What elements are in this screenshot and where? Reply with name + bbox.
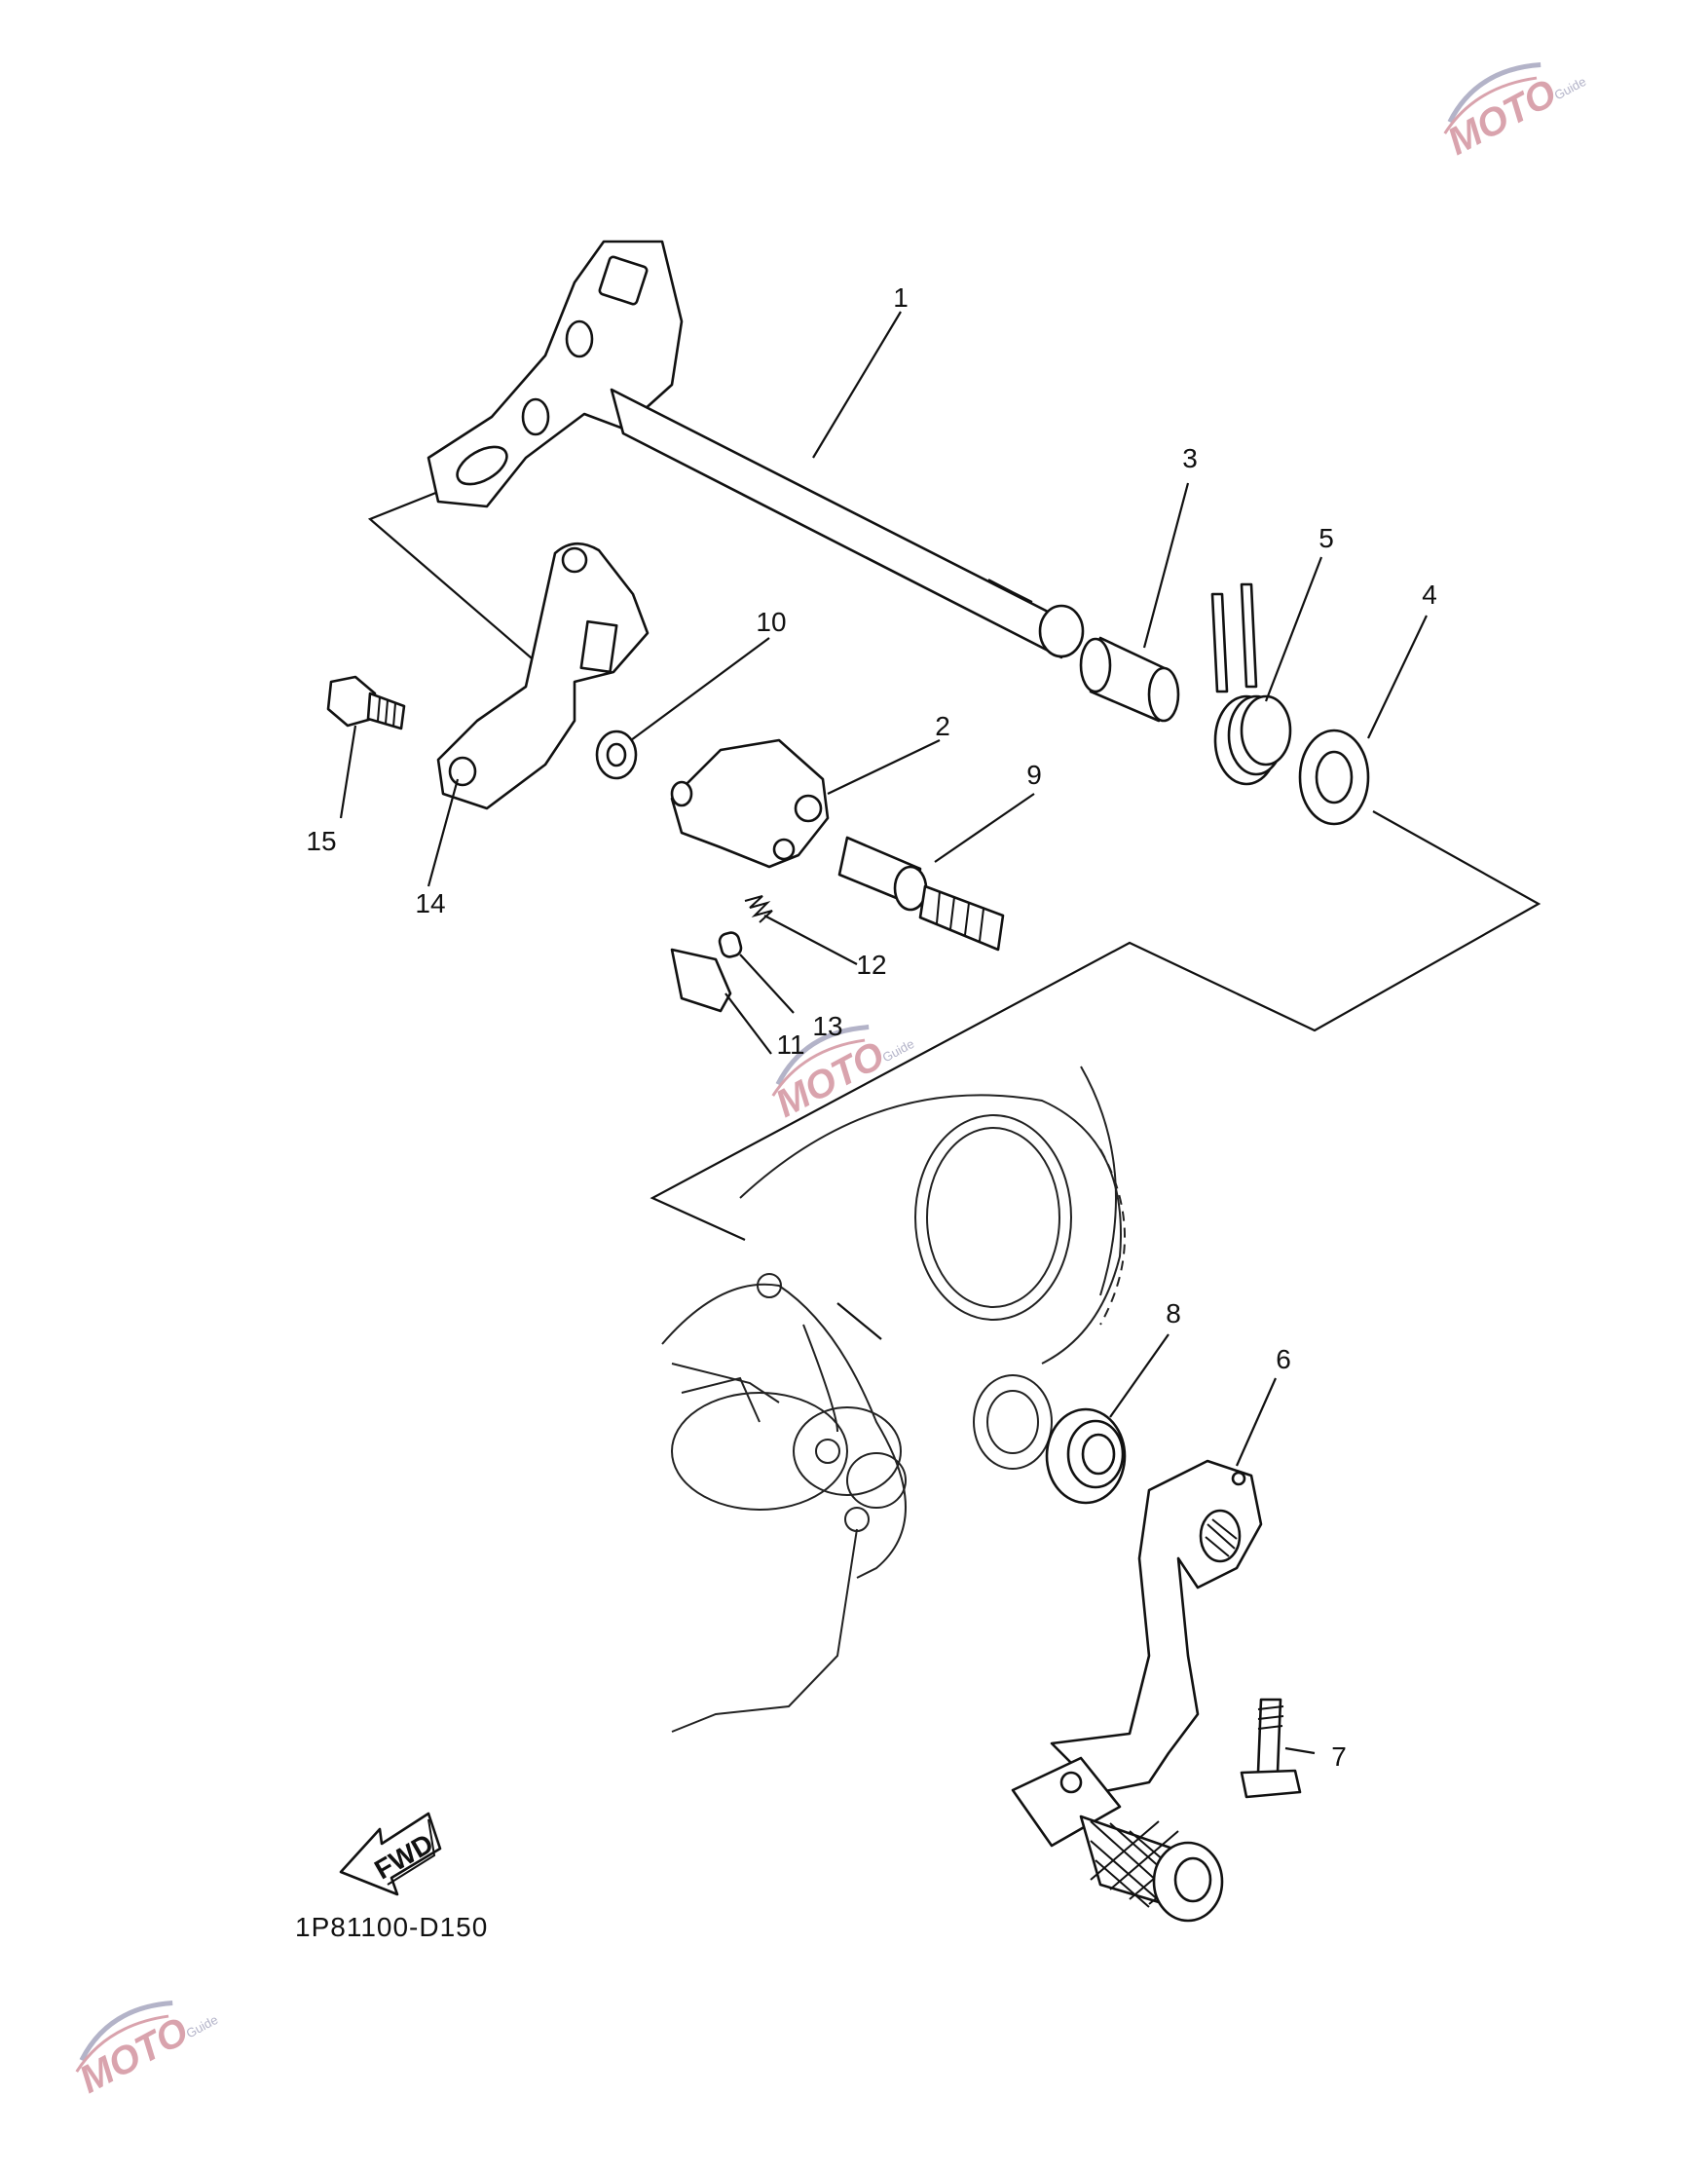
- drawing-code: 1P81100-D150: [295, 1912, 488, 1942]
- callout-1: 1: [893, 282, 909, 313]
- callout-15: 15: [306, 826, 336, 856]
- callout-13: 13: [812, 1011, 842, 1041]
- shift-shaft: [427, 240, 1085, 659]
- watermark-logo-top: MOTO Guide: [1441, 62, 1589, 164]
- callout-7: 7: [1331, 1741, 1347, 1772]
- engine-case: [661, 1066, 1126, 1733]
- pin-13: [718, 931, 743, 958]
- callout-14: 14: [415, 888, 445, 918]
- watermark-logo-bottom: MOTO Guide: [73, 2001, 221, 2102]
- stopper-plate: [436, 542, 650, 810]
- leader-lines: [339, 311, 1428, 1755]
- segment: [670, 738, 830, 869]
- callout-2: 2: [935, 711, 950, 741]
- washer-10: [595, 730, 638, 780]
- stopper-shaft: [837, 836, 1005, 952]
- callout-8: 8: [1166, 1298, 1181, 1328]
- stopper-11: [670, 948, 732, 1013]
- watermark-brand-top: MOTO: [1441, 71, 1564, 164]
- moto-guide-logo-icon: MOTO Guide: [73, 2001, 221, 2102]
- callout-3: 3: [1182, 443, 1198, 473]
- moto-guide-logo-icon: MOTO Guide: [1441, 62, 1589, 164]
- shift-pedal: [1011, 1459, 1263, 1923]
- callout-12: 12: [856, 950, 886, 980]
- pedal-bolt: [1240, 1698, 1302, 1799]
- callout-4: 4: [1422, 580, 1437, 610]
- callout-10: 10: [756, 607, 786, 637]
- part-callouts: 1 2 3 4 5 6 7 8 9 10 11 12 13 14 15: [306, 282, 1436, 1772]
- oil-seal: [1045, 1407, 1127, 1505]
- spring-12: [744, 895, 773, 923]
- assembly-outline: [367, 478, 1541, 1340]
- watermark-brand-bottom: MOTO: [73, 2009, 196, 2102]
- watermark-tagline-top: Guide: [1552, 74, 1589, 103]
- return-spring: [1210, 582, 1292, 786]
- callout-6: 6: [1276, 1344, 1291, 1374]
- bolt-15: [326, 675, 406, 730]
- callout-11: 11: [776, 1029, 804, 1060]
- washer-4: [1298, 729, 1370, 826]
- callout-9: 9: [1026, 760, 1042, 790]
- fwd-arrow-icon: FWD: [339, 1812, 442, 1896]
- watermark-tagline-bottom: Guide: [184, 2012, 221, 2041]
- callout-5: 5: [1318, 523, 1334, 553]
- collar-3: [1079, 636, 1180, 723]
